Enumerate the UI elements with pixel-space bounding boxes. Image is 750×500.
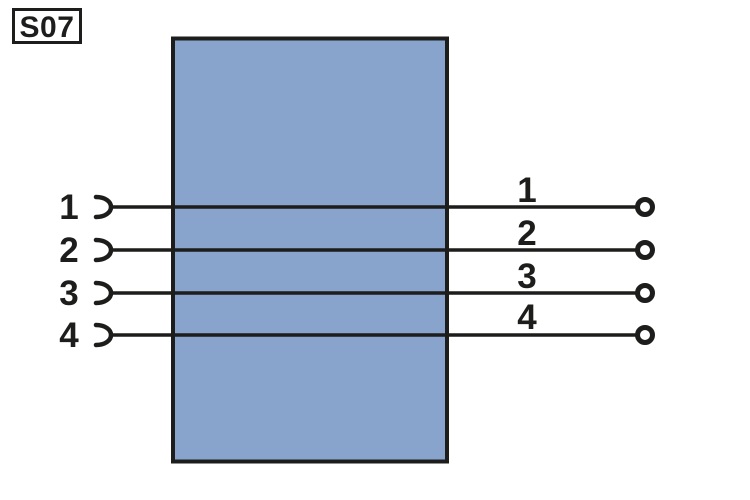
ring-terminal-icon (635, 240, 655, 260)
ring-terminal-icon (635, 325, 655, 345)
left-pin-label: 4 (59, 316, 79, 355)
wire-row-2: 2 2 (59, 214, 655, 270)
left-pin-label: 2 (59, 231, 78, 270)
right-pin-label: 4 (517, 298, 537, 337)
right-pin-label: 2 (517, 214, 536, 253)
socket-contact-icon (93, 194, 114, 220)
id-tag-box (12, 8, 82, 44)
wire-row-3: 3 3 (59, 257, 655, 313)
socket-contact-icon (93, 280, 114, 306)
ring-terminal-icon (635, 283, 655, 303)
left-pin-label: 3 (59, 274, 78, 313)
wire-row-4: 4 4 (59, 298, 655, 355)
component-id-label: S07 (20, 11, 75, 44)
component-id-tag: S07 (12, 8, 82, 44)
socket-contact-icon (93, 322, 114, 348)
socket-contact-icon (93, 237, 114, 263)
right-pin-label: 1 (517, 171, 536, 210)
wire-row-1: 1 1 (59, 171, 655, 227)
left-pin-label: 1 (59, 188, 78, 227)
ring-terminal-icon (635, 197, 655, 217)
right-pin-label: 3 (517, 257, 536, 296)
